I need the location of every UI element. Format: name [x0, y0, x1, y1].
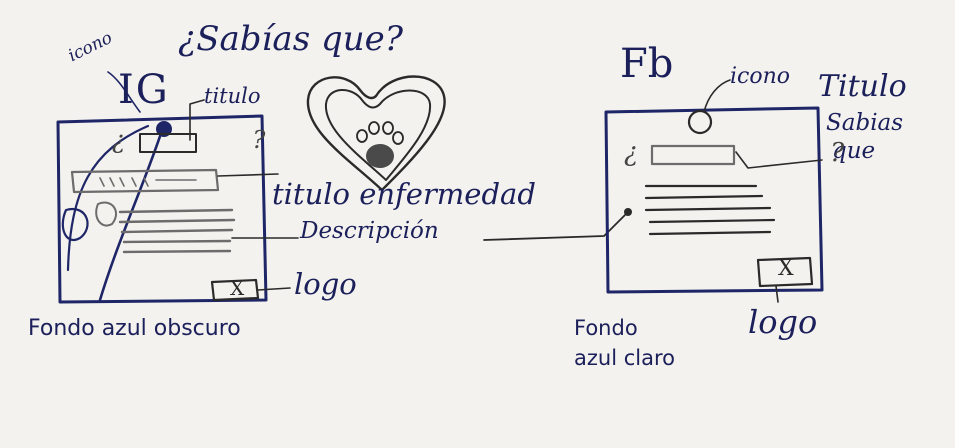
fb-logo-label: logo	[748, 303, 818, 341]
ig-post-frame	[56, 114, 268, 304]
paw-toe-4	[392, 131, 404, 145]
fb-background-note-line2: azul claro	[574, 346, 675, 370]
ig-logo-box	[210, 278, 260, 302]
ig-logo-label: logo	[294, 267, 357, 301]
fb-icon-leader	[703, 79, 731, 113]
fb-title-label: Titulo	[818, 69, 907, 104]
paw-toe-3	[382, 121, 394, 135]
ig-description-label: Descripción	[300, 218, 439, 244]
fb-post-frame	[604, 106, 824, 294]
ig-left-curve	[66, 124, 150, 272]
ig-logo-mark: X	[230, 276, 245, 300]
fb-title-leader	[735, 151, 823, 169]
heart-outline	[306, 75, 446, 192]
paw-pad	[366, 144, 394, 168]
ig-description-lines	[118, 208, 236, 254]
paw-toe-2	[368, 121, 380, 135]
ig-disease-title-label: titulo enfermedad	[272, 177, 536, 211]
fb-logo-box	[756, 256, 814, 288]
fb-title-text-line2: que	[832, 138, 876, 164]
fb-background-note-line1: Fondo	[574, 316, 638, 340]
paw-toe-1	[356, 129, 368, 143]
fb-card-question: ¿ ?	[624, 138, 937, 168]
ig-disease-title-scribble	[99, 177, 197, 187]
fb-icon-circle	[687, 109, 713, 135]
ig-diagonal-curve	[98, 122, 166, 302]
heart-paw-illustration	[306, 75, 446, 192]
ig-blob-shape	[61, 207, 89, 241]
ig-title-label: titulo	[204, 84, 261, 108]
ig-disease-title-bar	[70, 168, 220, 194]
ig-disease-leader	[217, 173, 279, 177]
ig-logo-leader	[257, 287, 291, 291]
fb-platform-label: Fb	[620, 41, 674, 87]
fb-icon-label: icono	[730, 64, 791, 89]
fb-title-text-line1: Sabias	[826, 110, 904, 136]
fb-description-lines	[644, 184, 776, 236]
ig-card-question: ¿ ?	[112, 126, 326, 154]
fb-logo-mark: X	[778, 256, 794, 281]
headline: ¿Sabías que?	[178, 19, 403, 59]
description-connector-dot	[624, 208, 632, 216]
ig-background-note: Fondo azul obscuro	[28, 316, 241, 341]
fb-logo-leader	[775, 285, 779, 303]
heart-inner-outline	[324, 89, 432, 181]
ig-title-box	[139, 133, 197, 153]
ig-circle-shape	[95, 201, 117, 227]
ig-title-leader	[189, 99, 205, 141]
ig-platform-label: IG	[118, 67, 170, 113]
ig-post-mockup	[56, 71, 299, 304]
fb-post-mockup	[604, 79, 824, 303]
description-connector	[483, 211, 629, 241]
ig-icon-leader	[107, 71, 141, 113]
fb-title-box	[650, 144, 736, 166]
